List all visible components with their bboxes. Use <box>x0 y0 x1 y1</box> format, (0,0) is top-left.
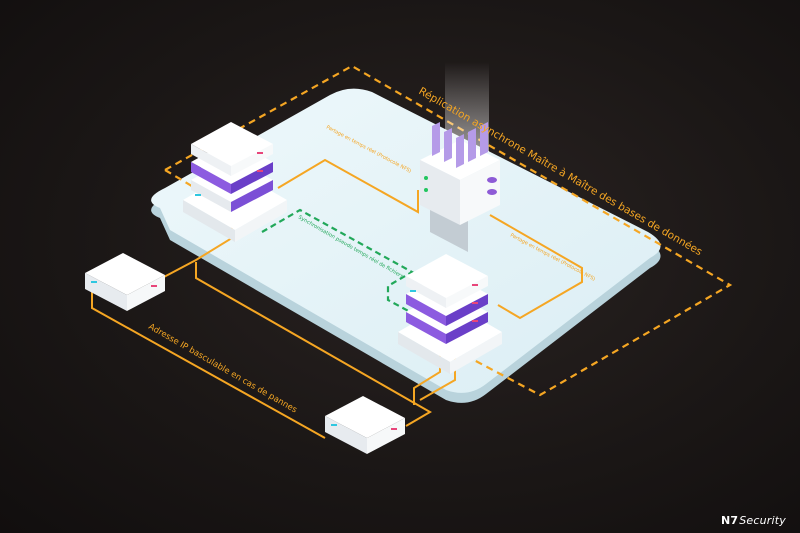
brand-mark: N7 <box>720 514 739 527</box>
platform <box>151 88 661 403</box>
brand-name: Security <box>739 514 786 527</box>
db-server-center-icon <box>420 122 500 252</box>
file-sync-path <box>261 208 415 315</box>
load-balancer-bottom-icon <box>325 396 405 454</box>
brand-logo: N7Security <box>721 514 786 527</box>
web-server-right-icon <box>398 254 502 374</box>
load-balancer-left-icon <box>85 253 165 311</box>
failover-ip-label: Adresse IP basculable en cas de pannes <box>147 322 300 416</box>
web-server-left-icon <box>183 122 287 242</box>
